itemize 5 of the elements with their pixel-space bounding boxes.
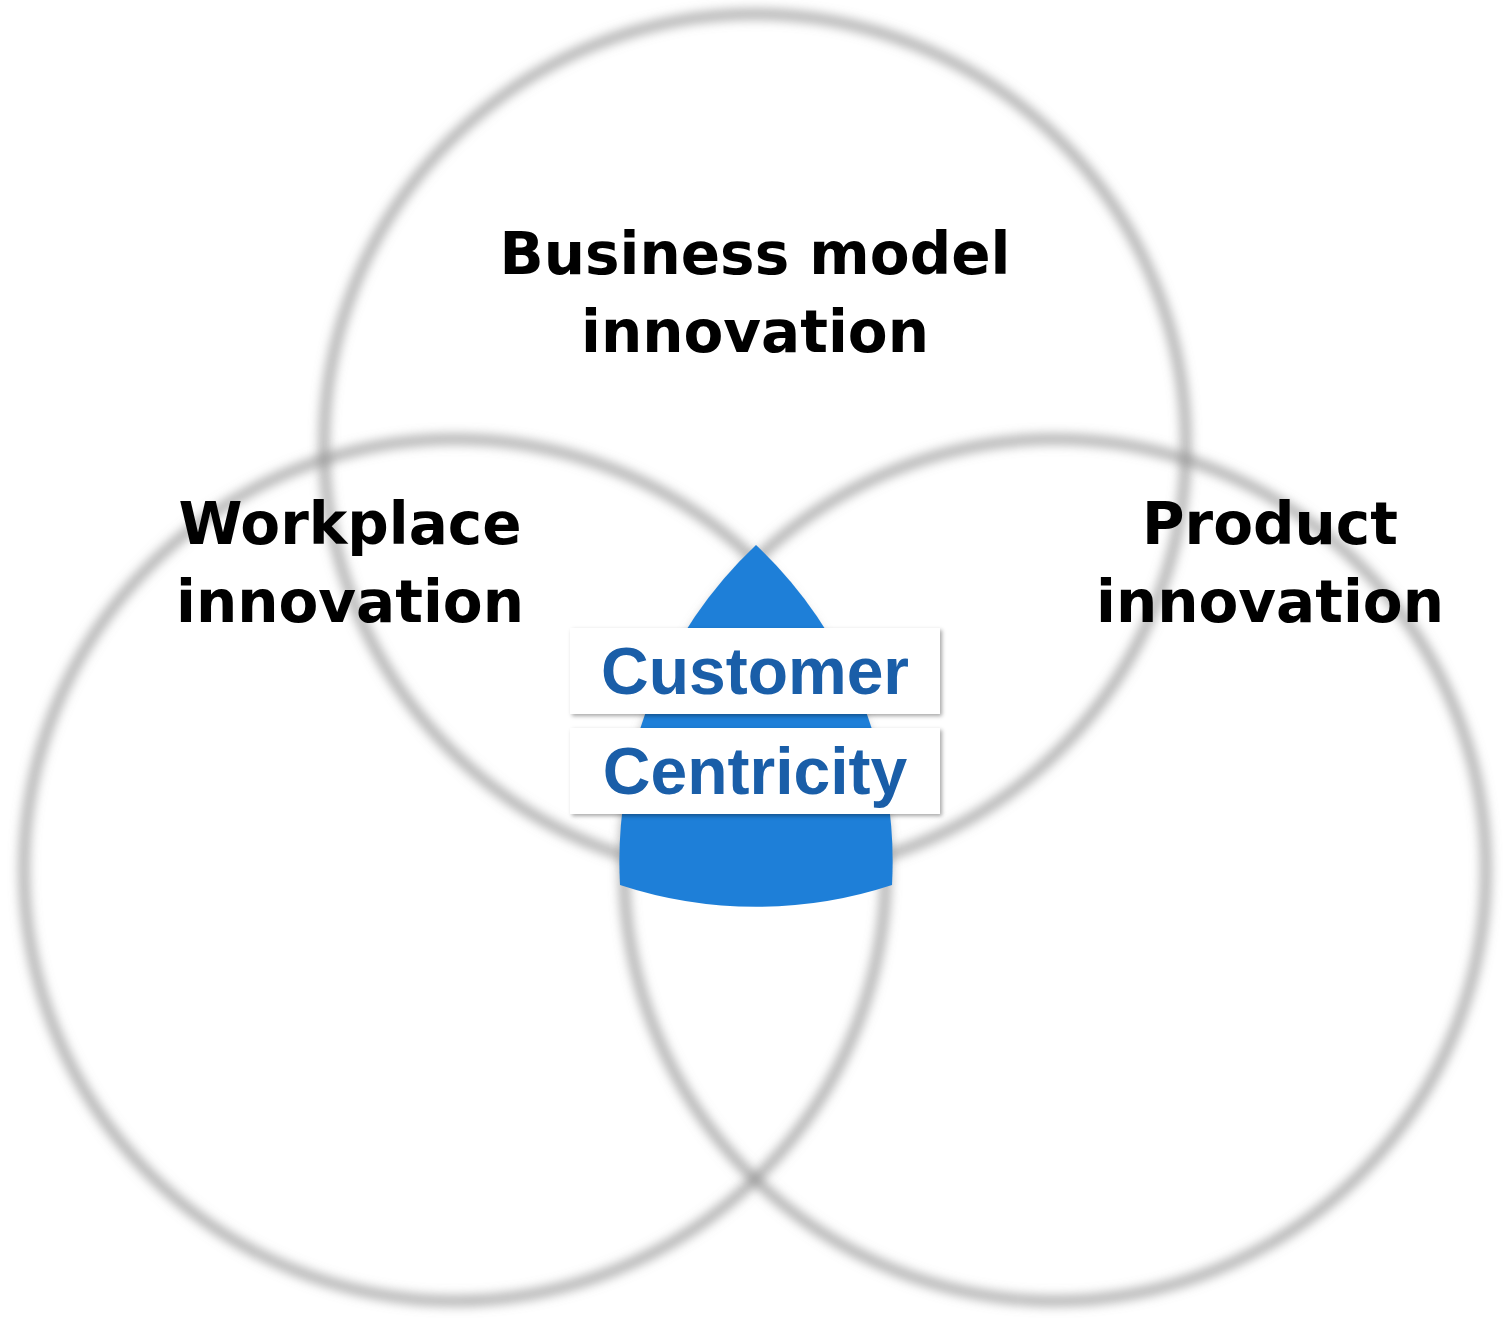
circle-label: Workplace innovation — [175, 489, 525, 638]
title-label: Customer — [570, 628, 940, 714]
title-label: Centricity — [570, 728, 940, 814]
circle-label: Business model innovation — [498, 219, 1012, 368]
circle-label: Product innovation — [1095, 489, 1445, 638]
